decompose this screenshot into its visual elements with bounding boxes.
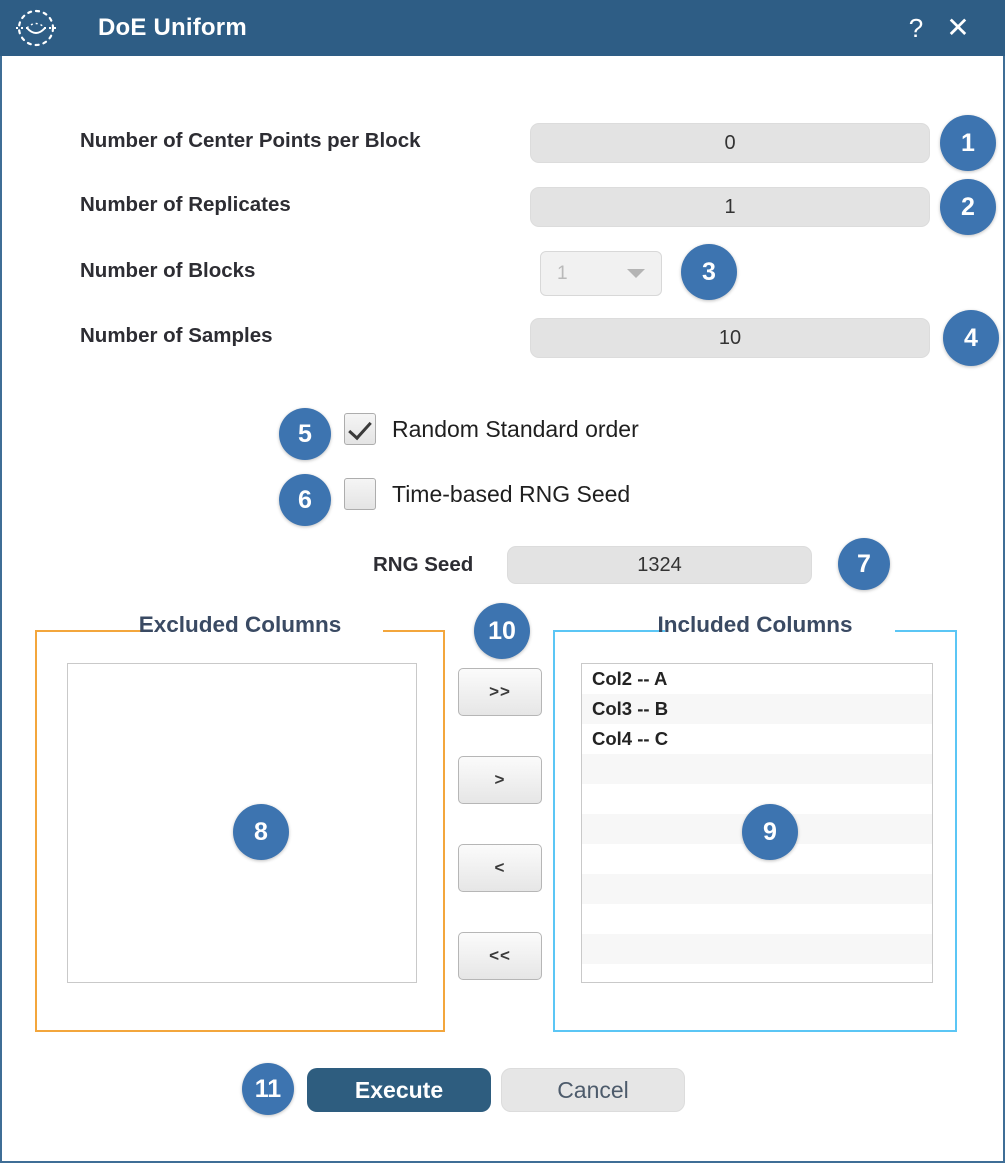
blocks-combo[interactable]: 1 bbox=[540, 251, 662, 296]
random-standard-order-row[interactable]: Random Standard order bbox=[344, 413, 639, 445]
badge-6: 6 bbox=[279, 474, 331, 526]
excluded-border-top-left bbox=[37, 630, 147, 632]
move-right-button[interactable]: > bbox=[458, 756, 542, 804]
replicates-input[interactable]: 1 bbox=[530, 187, 930, 227]
list-item[interactable]: Col4 -- C bbox=[592, 728, 669, 749]
badge-11: 11 bbox=[242, 1063, 294, 1115]
list-row-empty bbox=[582, 754, 932, 784]
execute-button[interactable]: Execute bbox=[307, 1068, 491, 1112]
time-based-rng-seed-label: Time-based RNG Seed bbox=[392, 480, 631, 507]
rng-seed-input[interactable]: 1324 bbox=[507, 546, 812, 584]
rng-seed-label: RNG Seed bbox=[373, 553, 474, 576]
excluded-border-top-right bbox=[383, 630, 443, 632]
time-based-rng-seed-checkbox[interactable] bbox=[344, 478, 376, 510]
label-replicates: Number of Replicates bbox=[80, 193, 291, 216]
samples-input[interactable]: 10 bbox=[530, 318, 930, 358]
center-points-input[interactable]: 0 bbox=[530, 123, 930, 163]
badge-2: 2 bbox=[940, 179, 996, 235]
included-columns-legend: Included Columns bbox=[657, 612, 853, 637]
title-bar: DoE Uniform ? ✕ bbox=[0, 0, 1005, 56]
included-columns-group: Included Columns Col2 -- A Col3 -- B Col4 … bbox=[553, 612, 957, 1032]
cancel-button[interactable]: Cancel bbox=[501, 1068, 685, 1112]
list-row-empty bbox=[582, 904, 932, 934]
blocks-combo-value: 1 bbox=[557, 262, 568, 284]
excluded-columns-border bbox=[35, 630, 445, 1032]
window-title: DoE Uniform bbox=[98, 14, 247, 41]
badge-7: 7 bbox=[838, 538, 890, 590]
time-based-rng-seed-row[interactable]: Time-based RNG Seed bbox=[344, 478, 630, 510]
chevron-down-icon bbox=[627, 269, 645, 278]
badge-3: 3 bbox=[681, 244, 737, 300]
included-columns-list[interactable]: Col2 -- A Col3 -- B Col4 -- C bbox=[581, 663, 933, 983]
list-row-empty bbox=[582, 964, 932, 982]
move-all-right-button[interactable]: >> bbox=[458, 668, 542, 716]
close-icon[interactable]: ✕ bbox=[946, 12, 970, 43]
excluded-columns-legend: Excluded Columns bbox=[138, 612, 342, 637]
label-center-points: Number of Center Points per Block bbox=[80, 129, 421, 152]
list-row-empty bbox=[582, 934, 932, 964]
list-row-empty bbox=[582, 874, 932, 904]
list-item[interactable]: Col2 -- A bbox=[592, 668, 668, 689]
random-standard-order-label: Random Standard order bbox=[392, 415, 639, 442]
label-blocks: Number of Blocks bbox=[80, 259, 256, 282]
included-border-top-left bbox=[555, 630, 665, 632]
list-item[interactable]: Col3 -- B bbox=[582, 694, 932, 724]
included-columns-border bbox=[553, 630, 957, 1032]
app-logo-icon bbox=[8, 0, 64, 56]
badge-9: 9 bbox=[742, 804, 798, 860]
move-all-left-button[interactable]: << bbox=[458, 932, 542, 980]
random-standard-order-checkbox[interactable] bbox=[344, 413, 376, 445]
label-samples: Number of Samples bbox=[80, 324, 273, 347]
badge-4: 4 bbox=[943, 310, 999, 366]
help-icon[interactable]: ? bbox=[908, 13, 924, 43]
move-left-button[interactable]: < bbox=[458, 844, 542, 892]
included-border-top-right bbox=[895, 630, 955, 632]
badge-10: 10 bbox=[474, 603, 530, 659]
badge-1: 1 bbox=[940, 115, 996, 171]
dialog-body: Number of Center Points per Block 0 1 Nu… bbox=[0, 56, 1005, 1163]
badge-8: 8 bbox=[233, 804, 289, 860]
badge-5: 5 bbox=[279, 408, 331, 460]
